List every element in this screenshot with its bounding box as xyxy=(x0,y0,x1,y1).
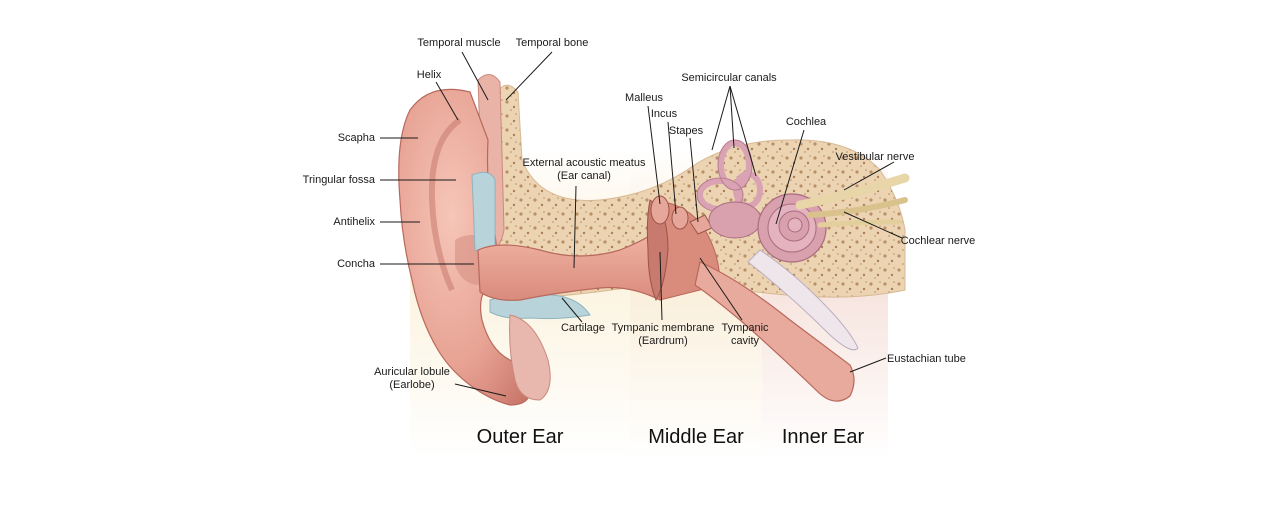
malleus-shape xyxy=(650,195,670,225)
label-incus: Incus xyxy=(650,108,678,120)
cochlea-shape xyxy=(757,193,827,263)
label-tympanic-cavity-2: cavity xyxy=(730,335,760,347)
label-eardrum: (Eardrum) xyxy=(638,335,688,347)
label-temporal-muscle: Temporal muscle xyxy=(417,37,501,49)
label-temporal-bone: Temporal bone xyxy=(515,37,589,49)
label-cochlea: Cochlea xyxy=(785,116,827,128)
region-inner-ear: Inner Ear xyxy=(781,426,865,448)
label-semicircular-canals: Semicircular canals xyxy=(681,72,777,84)
incus-shape xyxy=(671,206,689,230)
label-auricular-lobule: Auricular lobule xyxy=(374,366,450,378)
label-cartilage: Cartilage xyxy=(560,322,606,334)
label-concha: Concha xyxy=(337,258,375,270)
region-outer-ear: Outer Ear xyxy=(476,426,564,448)
leader-lines xyxy=(380,51,903,397)
label-external-acoustic-meatus: External acoustic meatus xyxy=(522,157,646,169)
label-tympanic-cavity: Tympanic xyxy=(721,322,769,334)
label-malleus: Malleus xyxy=(625,92,663,104)
cartilage-shape xyxy=(471,171,496,253)
label-cochlear-nerve: Cochlear nerve xyxy=(900,235,976,247)
label-earlobe: (Earlobe) xyxy=(389,379,435,391)
label-ear-canal: (Ear canal) xyxy=(557,170,611,182)
label-tympanic-membrane: Tympanic membrane xyxy=(611,322,715,334)
region-middle-ear: Middle Ear xyxy=(648,426,744,448)
label-eustachian-tube: Eustachian tube xyxy=(887,353,966,365)
label-helix: Helix xyxy=(416,69,442,81)
antihelix-ridge xyxy=(428,117,462,292)
label-scapha: Scapha xyxy=(337,132,375,144)
nerves-shape xyxy=(795,173,910,228)
label-stapes: Stapes xyxy=(668,125,704,137)
eustachian-tube-shape xyxy=(694,261,855,402)
label-vestibular-nerve: Vestibular nerve xyxy=(835,151,915,163)
label-tringular-fossa: Tringular fossa xyxy=(302,174,375,186)
tympanic-membrane-shape xyxy=(646,199,669,302)
label-antihelix: Antihelix xyxy=(333,216,375,228)
